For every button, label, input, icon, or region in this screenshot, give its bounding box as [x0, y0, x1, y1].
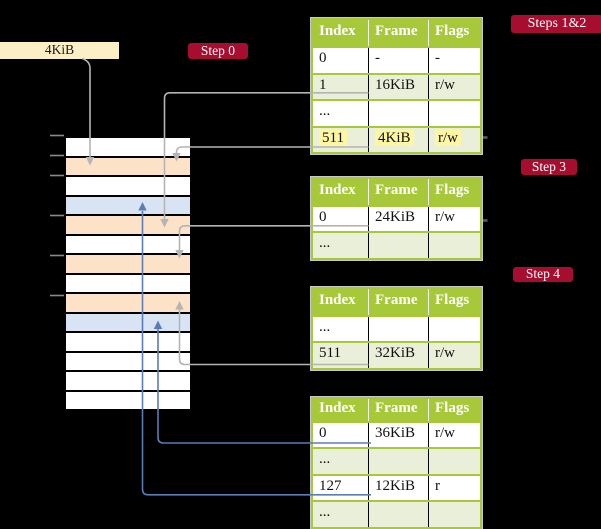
cell-flags [428, 502, 480, 527]
badge-step-0: Step 0 [188, 43, 248, 59]
memory-row-free [66, 372, 190, 390]
cell-flags: r/w [428, 422, 480, 448]
cell-index: 0 [319, 50, 327, 66]
cell-flags [428, 233, 480, 258]
highlight: r/w [435, 129, 461, 146]
cell-frame: 16KiB [368, 74, 428, 100]
table-row: 1 16KiB r/w [313, 72, 480, 100]
memory-row-page-table [66, 294, 190, 312]
cell-frame: 36KiB [368, 422, 428, 448]
table-row: ... [313, 99, 480, 126]
cell-frame [368, 101, 428, 126]
table-row: 127 12KiB r [313, 473, 480, 501]
physical-memory-stack [66, 138, 190, 411]
cell-index: ... [319, 504, 331, 521]
cell-index: 511 [313, 128, 368, 153]
cell-index: ... [319, 235, 331, 252]
table-row: 0 36KiB r/w [313, 420, 480, 448]
table-row: 0 - - [313, 46, 480, 73]
table-row-highlighted: 511 4KiB r/w [313, 125, 480, 153]
memory-row-free [66, 274, 190, 292]
badge-step-3: Step 3 [521, 158, 577, 175]
header-frame: Frame [368, 20, 428, 46]
cell-frame [368, 502, 428, 527]
memory-row-free [66, 177, 190, 195]
table-row: ... [313, 447, 480, 474]
header-index: Index [319, 181, 356, 198]
cell-frame [368, 316, 428, 342]
cell-frame: 12KiB [368, 475, 428, 501]
cell-frame: 32KiB [368, 343, 428, 368]
cell-index: 511 [319, 345, 341, 362]
table-row: ... [313, 231, 480, 258]
level-2-page-table: Index Frame Flags ... 511 32KiB r/w [310, 285, 483, 371]
cell-index: 1 [319, 76, 327, 93]
highlight: 4KiB [375, 129, 414, 146]
cell-flags: r/w [428, 343, 480, 368]
cell-index: 127 [319, 477, 342, 494]
cell-frame [368, 449, 428, 474]
level-4-page-table: Index Frame Flags 0 - - 1 16KiB r/w ... … [310, 16, 483, 156]
memory-row-free [66, 138, 190, 156]
cell-flags: r/w [428, 206, 480, 232]
cell-flags [428, 449, 480, 474]
frame-size-label: 4KiB [0, 42, 119, 59]
cell-frame: 24KiB [368, 206, 428, 232]
header-frame: Frame [368, 398, 428, 421]
header-flags: Flags [428, 20, 480, 46]
cell-frame [368, 233, 428, 258]
memory-row-free [66, 352, 190, 370]
memory-tick-marks [50, 134, 64, 297]
cell-flags: - [428, 48, 480, 73]
cell-index: ... [319, 318, 331, 335]
badge-step-4: Step 4 [513, 266, 573, 282]
memory-row-page-table [66, 157, 190, 175]
header-index: Index [319, 291, 356, 308]
table-row: 0 24KiB r/w [313, 204, 480, 232]
header-frame: Frame [368, 178, 428, 205]
memory-row-page-table [66, 255, 190, 273]
header-index: Index [319, 23, 356, 39]
table-header-row: Index Frame Flags [313, 20, 480, 46]
table-header-row: Index Frame Flags [313, 288, 480, 315]
table-row: ... [313, 500, 480, 527]
header-flags: Flags [428, 288, 480, 315]
header-flags: Flags [428, 178, 480, 205]
table-row: ... [313, 314, 480, 342]
header-frame: Frame [368, 288, 428, 315]
badge-steps-1-2: Steps 1&2 [511, 15, 601, 33]
cell-index: 0 [319, 208, 327, 225]
highlight: 511 [319, 129, 347, 146]
table-header-row: Index Frame Flags [313, 178, 480, 205]
cell-flags: r/w [428, 127, 480, 153]
table-row: 511 32KiB r/w [313, 341, 480, 368]
memory-row-free [66, 333, 190, 351]
header-index: Index [319, 399, 356, 416]
cell-frame: 4KiB [368, 127, 428, 153]
cell-index: 0 [319, 424, 327, 441]
memory-row-free [66, 391, 190, 409]
level-3-page-table: Index Frame Flags 0 24KiB r/w ... [310, 175, 483, 261]
header-flags: Flags [428, 398, 480, 421]
table-header-row: Index Frame Flags [313, 398, 480, 421]
cell-index: ... [319, 451, 331, 468]
level-1-page-table: Index Frame Flags 0 36KiB r/w ... 127 12… [310, 395, 483, 529]
cell-flags [428, 101, 480, 126]
memory-row-mapped-page [66, 196, 190, 214]
memory-row-free [66, 235, 190, 253]
cell-frame: - [368, 48, 428, 73]
cell-index: ... [319, 103, 331, 120]
cell-flags [428, 316, 480, 342]
cell-flags: r [428, 475, 480, 501]
cell-flags: r/w [428, 74, 480, 100]
memory-row-mapped-page [66, 313, 190, 331]
memory-row-page-table [66, 216, 190, 234]
